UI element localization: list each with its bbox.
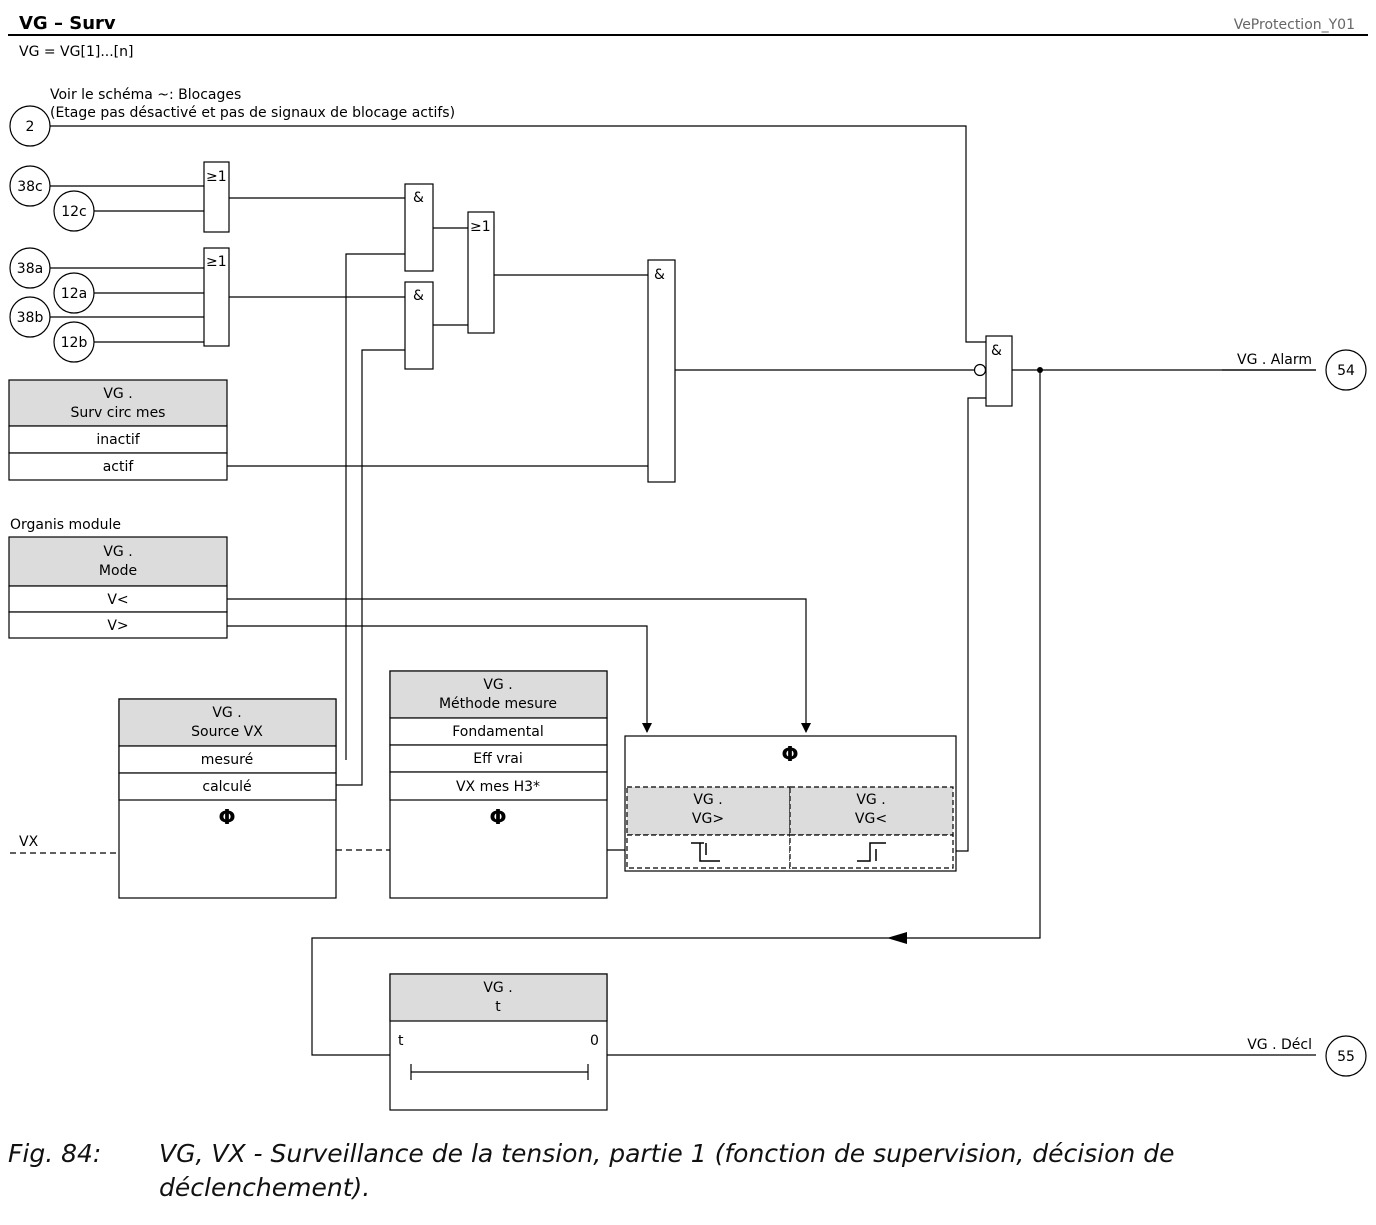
svg-text:&: & [654,267,665,283]
mode-option-v-gt: V> [107,618,128,634]
input-wires [50,125,1316,1056]
svg-text:t: t [495,999,501,1015]
surv-circ-mes-table: VG . Surv circ mes inactif actif [8,379,228,481]
timer-zero-label: 0 [590,1033,599,1049]
connector-38b: 38b [9,296,51,338]
connector-54: 54 [1325,349,1367,391]
svg-text:54: 54 [1337,363,1355,379]
method-option-vx-h3: VX mes H3* [456,779,540,795]
svg-text:55: 55 [1337,1049,1355,1065]
mode-table: VG . Mode V< V> [8,536,228,639]
svg-text:VG .: VG . [103,544,132,560]
connector-12b: 12b [53,321,95,363]
mode-arrows [227,598,811,733]
mode-option-v-lt: V< [107,592,128,608]
and-gate-2: & [404,281,434,370]
falling-edge-icon [691,842,720,862]
svg-text:VG .: VG . [483,980,512,996]
vx-wires [10,849,390,854]
method-option-eff-vrai: Eff vrai [473,751,522,767]
connector-12c: 12c [53,190,95,232]
svg-text:VG .: VG . [483,677,512,693]
feedback-arrow-icon [887,932,907,944]
timer-t-label: t [398,1033,404,1049]
svg-text:&: & [413,190,424,206]
rising-edge-icon [857,842,886,862]
svg-text:VG>: VG> [692,811,724,827]
connector-12a: 12a [53,272,95,314]
connector-2: 2 [9,105,51,147]
and-gate-final: & [973,335,1013,407]
phi-icon: Φ [218,805,235,829]
svg-text:12c: 12c [61,204,87,220]
svg-text:2: 2 [26,119,35,135]
svg-text:Méthode mesure: Méthode mesure [439,696,557,712]
vx-input-label: VX [19,834,39,850]
timer-block: VG . t t 0 [389,973,608,1111]
source-option-calcule: calculé [202,779,251,795]
inverter-bubble-icon [973,363,987,377]
svg-text:≥1: ≥1 [470,219,491,235]
methode-mesure-table: VG . Méthode mesure Fondamental Eff vrai… [389,670,608,899]
and-gate-3: & [647,259,676,483]
organis-module-label: Organis module [10,517,121,533]
surv-option-actif: actif [103,459,135,475]
phi-icon: Φ [781,742,798,766]
svg-text:VG .: VG . [212,705,241,721]
svg-text:VG .: VG . [103,386,132,402]
page-title: VG – Surv [19,13,116,34]
method-option-fondamental: Fondamental [452,724,544,740]
svg-text:Source VX: Source VX [191,724,263,740]
connector-38c: 38c [9,165,51,207]
trip-output-label: VG . Décl [1247,1037,1312,1053]
svg-text:VG .: VG . [856,792,885,808]
connector-55: 55 [1325,1035,1367,1077]
junction-dot [1037,367,1043,373]
svg-text:≥1: ≥1 [206,169,227,185]
instance-label: VG = VG[1]...[n] [19,44,133,60]
blocking-note-line1: Voir le schéma ~: Blocages [50,87,241,103]
figure-number: Fig. 84: [8,1139,102,1168]
timer-delay-icon [410,1064,589,1080]
or-gate-3: ≥1 [467,211,495,334]
source-option-mesure: mesuré [201,752,253,768]
source-vx-table: VG . Source VX mesuré calculé Φ [118,698,337,899]
phi-icon: Φ [489,805,506,829]
svg-text:Surv circ mes: Surv circ mes [71,405,166,421]
or-gate-2: ≥1 [203,247,230,347]
svg-text:38c: 38c [17,179,43,195]
blocking-note-line2: (Etage pas désactivé et pas de signaux d… [50,105,455,121]
connector-38a: 38a [9,247,51,289]
svg-text:38b: 38b [17,310,44,326]
or-gate-1: ≥1 [203,161,230,233]
svg-text:≥1: ≥1 [206,254,227,270]
reference-code: VeProtection_Y01 [1234,17,1355,33]
svg-text:&: & [413,288,424,304]
threshold-block: Φ VG . VG> VG . VG< [624,735,957,872]
surv-option-inactif: inactif [96,432,140,448]
alarm-output-label: VG . Alarm [1237,352,1312,368]
svg-text:&: & [991,343,1002,359]
svg-text:Mode: Mode [99,563,137,579]
and-gate-1: & [404,183,434,272]
svg-text:VG<: VG< [855,811,887,827]
svg-text:38a: 38a [17,261,43,277]
figure-caption-text: VG, VX - Surveillance de la tension, par… [159,1139,1175,1202]
svg-text:12b: 12b [61,335,88,351]
svg-text:VG .: VG . [693,792,722,808]
svg-text:12a: 12a [61,286,87,302]
